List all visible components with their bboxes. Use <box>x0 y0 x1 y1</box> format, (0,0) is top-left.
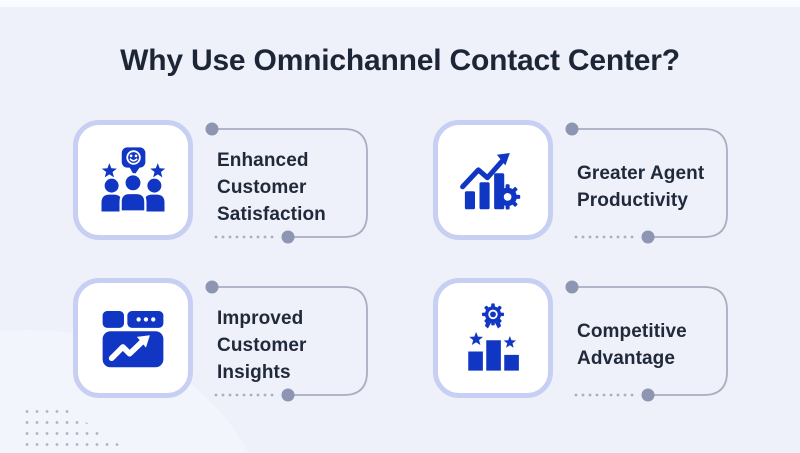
card-label: Greater Agent Productivity <box>577 163 705 211</box>
customer-insights-icon <box>102 311 164 368</box>
icon-tile <box>433 120 553 240</box>
card-label: Enhanced Customer Satisfaction <box>217 150 326 225</box>
page-title: Why Use Omnichannel Contact Center? <box>120 44 680 77</box>
icon-tile <box>73 120 193 240</box>
connector-line <box>565 280 728 402</box>
card-greater-agent-productivity: Greater Agent Productivity <box>433 120 743 250</box>
icon-tile <box>433 278 553 398</box>
card-improved-customer-insights: Improved Customer Insights <box>73 278 383 408</box>
top-edge-strip <box>0 0 800 7</box>
connector-line <box>565 122 728 244</box>
gear-icon <box>495 184 521 210</box>
customer-satisfaction-icon <box>101 147 166 213</box>
card-label: Competitive Advantage <box>577 321 687 369</box>
icon-tile <box>73 278 193 398</box>
dotted-leader <box>574 235 634 239</box>
agent-productivity-icon <box>460 153 521 210</box>
competitive-advantage-icon <box>468 303 519 371</box>
card-label: Improved Customer Insights <box>217 308 307 383</box>
award-badge-icon <box>481 303 505 326</box>
dotted-leader <box>574 393 634 397</box>
dotted-leader <box>214 235 274 239</box>
card-enhanced-customer-satisfaction: Enhanced Customer Satisfaction <box>73 120 383 250</box>
card-competitive-advantage: Competitive Advantage <box>433 278 743 408</box>
dotted-leader <box>214 393 274 397</box>
connector-line <box>205 122 368 244</box>
connector-line <box>205 280 368 402</box>
